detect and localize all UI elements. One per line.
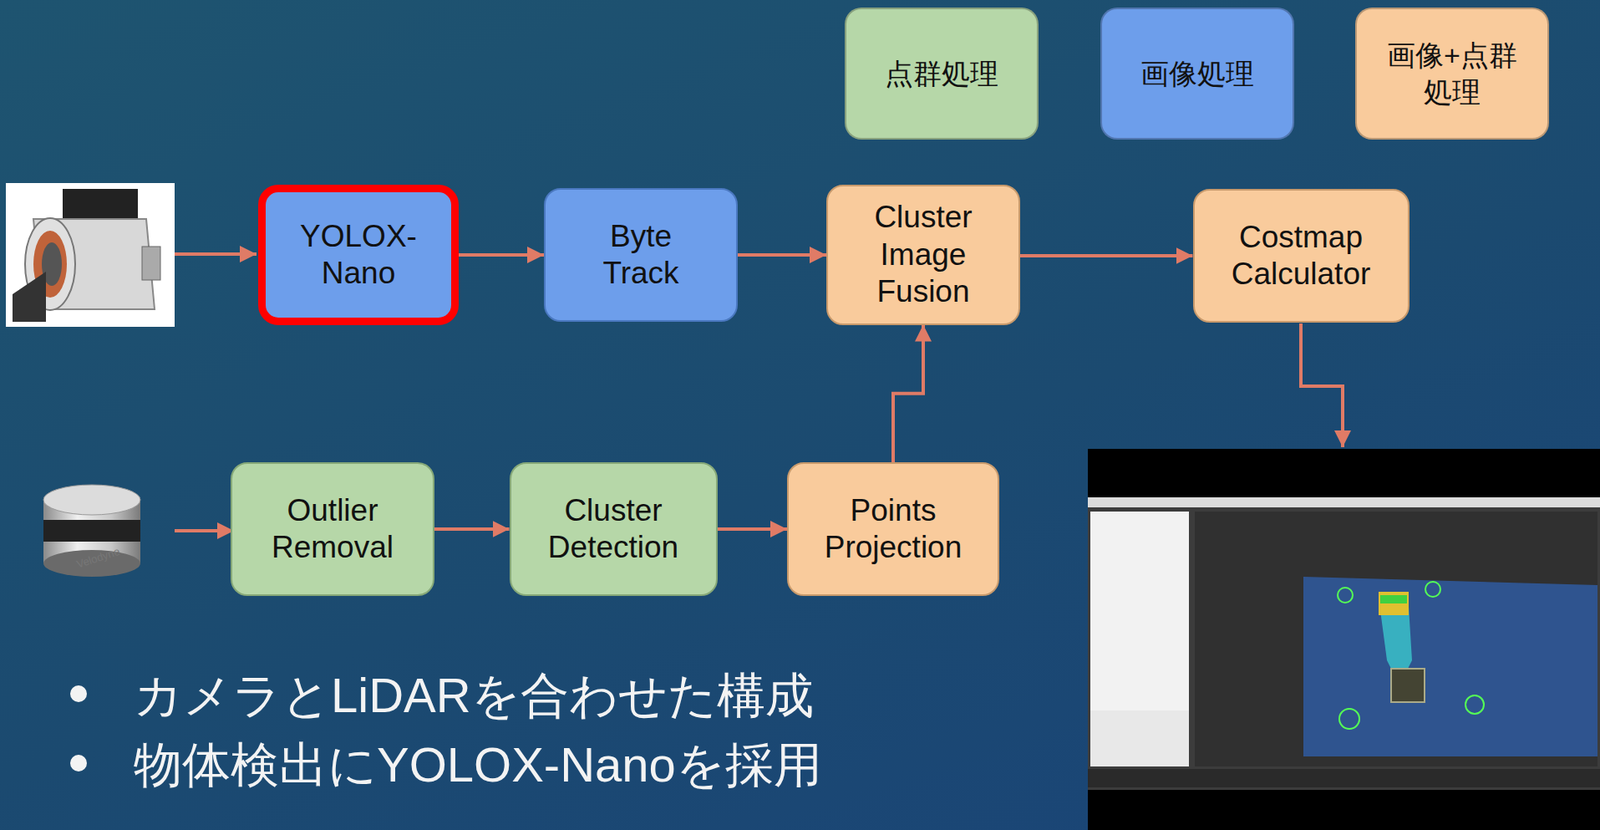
- legend-text: 画像+点群処理: [1376, 36, 1528, 111]
- process-box: Points Projection: [787, 462, 1000, 596]
- camera-illustration: [5, 182, 175, 327]
- brand-mark: Velodyne: [75, 544, 122, 571]
- legend-swatch: 点群処理: [844, 7, 1039, 140]
- node-text: Outlier Removal: [248, 492, 417, 567]
- process-box: YOLOX-Nano: [258, 184, 459, 326]
- rviz-screenshot: [1087, 448, 1600, 830]
- legend-text: 点群処理: [884, 55, 999, 92]
- input-arrow: [174, 528, 234, 533]
- process-box: Costmap Calculator: [1193, 188, 1410, 323]
- node-text: YOLOX-Nano: [295, 218, 422, 293]
- legend-swatch: 画像+点群処理: [1355, 7, 1550, 140]
- node-text: Cluster Image Fusion: [856, 198, 991, 310]
- process-box: Cluster Image Fusion: [826, 184, 1021, 325]
- flow-arrow: [1020, 253, 1194, 258]
- legend-text: 画像処理: [1140, 55, 1255, 92]
- node-text: Points Projection: [805, 492, 981, 567]
- input-arrow: [174, 252, 257, 256]
- bullet: [70, 754, 87, 772]
- flow-arrow: [717, 527, 788, 531]
- flow-arrow: [893, 325, 924, 463]
- process-box: Byte Track: [543, 187, 738, 322]
- node-text: Cluster Detection: [528, 492, 700, 567]
- flow-arrow: [737, 253, 827, 257]
- lidar-illustration: [43, 484, 141, 577]
- output-arrow: [1300, 323, 1343, 447]
- flow-arrow: [434, 527, 510, 531]
- process-box: Outlier Removal: [230, 462, 435, 596]
- node-text: Byte Track: [590, 218, 691, 293]
- flow-arrow: [458, 253, 544, 257]
- bullet-text: 物体検出にYOLOX-Nanoを採用: [133, 732, 823, 798]
- process-box: Cluster Detection: [509, 462, 718, 596]
- bullet: [70, 685, 87, 702]
- node-text: Costmap Calculator: [1211, 218, 1392, 294]
- bullet-text: カメラとLiDARを合わせた構成: [133, 663, 814, 729]
- legend-swatch: 画像処理: [1100, 7, 1295, 140]
